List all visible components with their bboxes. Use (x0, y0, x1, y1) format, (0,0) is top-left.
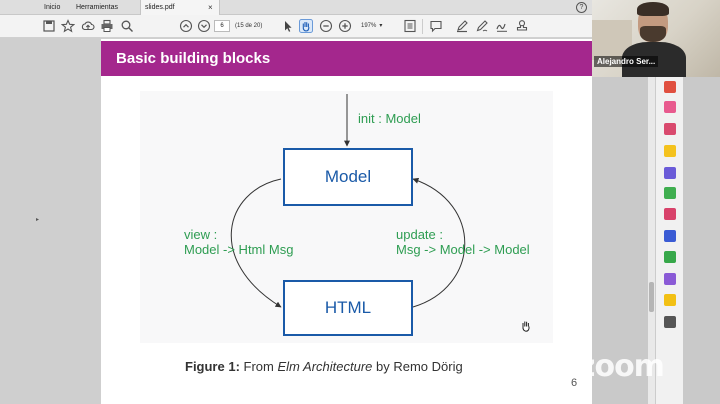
organize-pages-icon[interactable] (664, 187, 676, 199)
page-number-input[interactable]: 6 (214, 20, 230, 32)
caption-prefix: Figure 1: (185, 359, 240, 374)
combine-files-icon[interactable] (664, 167, 676, 179)
view-arrow (230, 178, 282, 308)
comment-icon[interactable] (429, 19, 443, 33)
slide-page: Basic building blocks init : Model Model… (101, 39, 592, 404)
draw-icon[interactable] (475, 19, 489, 33)
slide-title: Basic building blocks (116, 50, 271, 67)
help-icon[interactable]: ? (576, 2, 587, 13)
vertical-scrollbar[interactable] (648, 77, 655, 404)
edit-pdf-icon[interactable] (664, 123, 676, 135)
export-pdf-icon[interactable] (664, 81, 676, 93)
more-tools-icon[interactable] (664, 316, 676, 328)
zoom-value: 197% (361, 23, 377, 29)
tab-slides[interactable]: slides.pdf (140, 0, 220, 15)
hand-cursor-icon (519, 319, 533, 333)
stamp-tool-icon[interactable] (664, 294, 676, 306)
chevron-down-icon: ▾ (379, 23, 383, 29)
diagram-arrows (230, 94, 466, 308)
sign-icon[interactable] (495, 19, 509, 33)
tab-herramientas[interactable]: Herramientas (76, 4, 119, 11)
zoom-watermark: zoom (578, 349, 665, 384)
document-viewport[interactable]: ▸ Basic building blocks init : Model (0, 38, 592, 404)
hand-tool-icon[interactable] (299, 19, 313, 33)
webcam-video: Alejandro Ser... (592, 0, 720, 77)
select-cursor-icon[interactable] (281, 19, 295, 33)
search-icon[interactable] (120, 19, 134, 33)
save-icon[interactable] (42, 19, 56, 33)
update-label-line2: Msg -> Model -> Model (396, 242, 530, 257)
page-fit-icon[interactable] (403, 19, 417, 33)
caption-italic: Elm Architecture (277, 359, 373, 374)
webcam-person-beard (640, 26, 666, 42)
highlight-pen-icon[interactable] (455, 19, 469, 33)
caption-text-1: From (243, 359, 274, 374)
page-count: (15 de 20) (235, 23, 263, 29)
stamp-icon[interactable] (515, 19, 529, 33)
init-label: init : Model (358, 111, 421, 126)
tab-bar: Inicio Herramientas slides.pdf × ? (0, 0, 592, 15)
zoom-dropdown[interactable]: 197%▾ (358, 20, 392, 32)
upload-cloud-icon[interactable] (81, 19, 95, 33)
webcam-person-hair (637, 2, 669, 16)
html-node: HTML (283, 280, 413, 336)
next-page-icon[interactable] (197, 19, 211, 33)
slide-header: Basic building blocks (101, 41, 592, 76)
comment-tool-icon[interactable] (664, 145, 676, 157)
update-arrow (412, 177, 466, 308)
close-tab-icon[interactable]: × (208, 3, 213, 12)
caption-text-2: by Remo Dörig (376, 359, 463, 374)
tools-pane (655, 77, 683, 404)
update-label-line1: update : (396, 227, 443, 242)
optimize-icon[interactable] (664, 251, 676, 263)
zoom-out-icon[interactable] (319, 19, 333, 33)
toolbar: 6 (15 de 20) 197%▾ (0, 15, 592, 38)
update-label: update : Msg -> Model -> Model (396, 227, 530, 257)
toolbar-separator (422, 19, 423, 34)
model-node: Model (283, 148, 413, 206)
zoom-in-icon[interactable] (338, 19, 352, 33)
view-label-line2: Model -> Html Msg (184, 242, 294, 257)
scrollbar-thumb[interactable] (649, 282, 654, 312)
tab-inicio[interactable]: Inicio (44, 4, 61, 11)
participant-name: Alejandro Ser... (594, 56, 659, 67)
tab-slides-label: slides.pdf (145, 4, 175, 11)
left-panel-toggle-icon[interactable]: ▸ (36, 217, 40, 223)
print-icon[interactable] (100, 19, 114, 33)
slide-page-number: 6 (571, 377, 578, 389)
view-label: view : Model -> Html Msg (184, 227, 293, 257)
send-for-signature-icon[interactable] (664, 273, 676, 285)
fill-sign-icon[interactable] (664, 208, 676, 220)
bookmark-star-icon[interactable] (61, 19, 75, 33)
protect-icon[interactable] (664, 230, 676, 242)
prev-page-icon[interactable] (179, 19, 193, 33)
view-label-line1: view : (184, 227, 218, 242)
architecture-diagram: init : Model Model HTML view : Model -> … (140, 91, 553, 343)
figure-caption: Figure 1: From Elm Architecture by Remo … (185, 359, 463, 374)
create-pdf-icon[interactable] (664, 101, 676, 113)
